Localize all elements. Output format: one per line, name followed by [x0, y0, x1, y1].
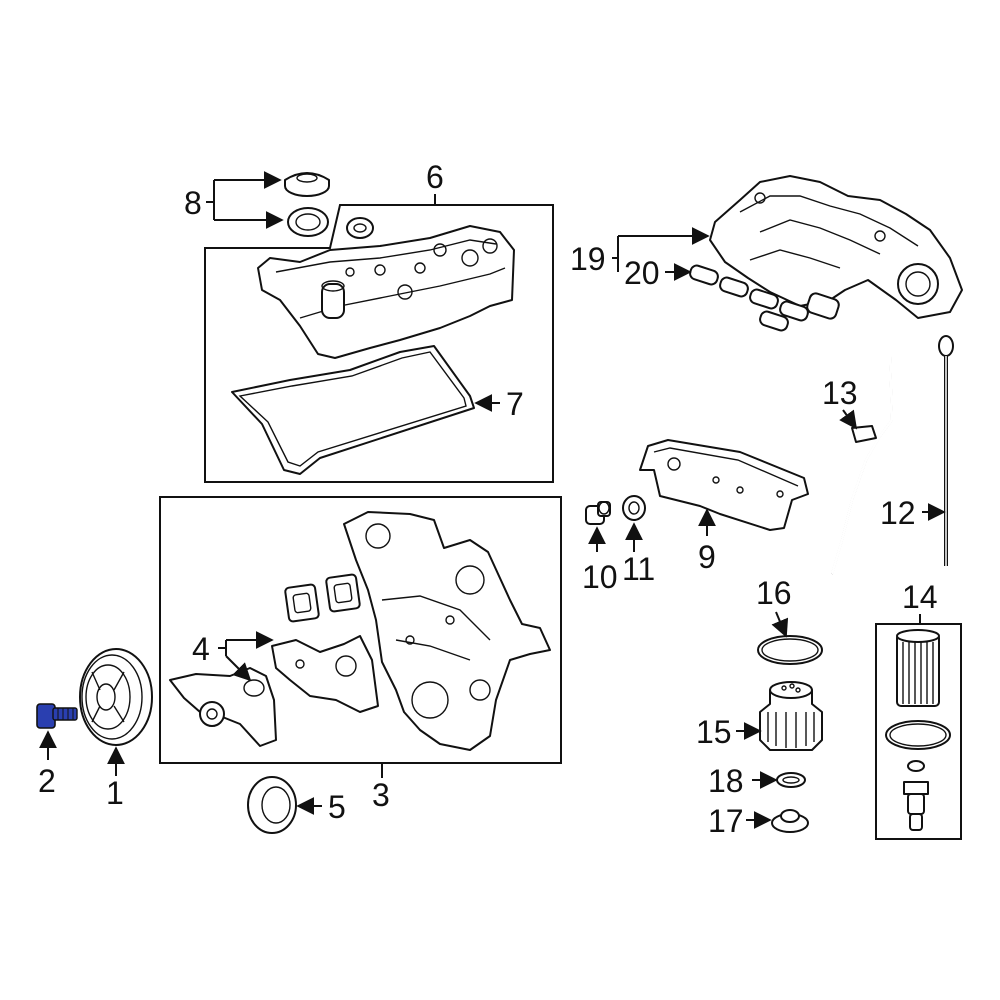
oil-filter-drain-plug[interactable]	[903, 760, 929, 831]
valve-cover[interactable]	[257, 225, 515, 359]
callout-17: 17	[708, 803, 744, 839]
callout-labels: 8 6 7 19 20 13 12 9 10 11 16 14 15 18 17…	[38, 159, 938, 839]
crankshaft-pulley[interactable]	[79, 648, 153, 746]
crankshaft-pulley-bolt[interactable]	[36, 703, 78, 729]
valve-cover-group-box	[204, 204, 554, 483]
callout-12: 12	[880, 495, 916, 531]
callout-6: 6	[426, 159, 444, 195]
callout-16: 16	[756, 575, 792, 611]
water-pump[interactable]	[169, 667, 277, 747]
dipstick-tube[interactable]	[830, 355, 894, 575]
callout-7: 7	[506, 386, 524, 422]
callout-1: 1	[106, 775, 124, 811]
callout-14: 14	[902, 579, 938, 615]
callout-20: 20	[624, 255, 660, 291]
oil-filter-drain-cap[interactable]	[771, 809, 809, 833]
timing-cover[interactable]	[343, 511, 551, 751]
callout-2: 2	[38, 763, 56, 799]
intake-manifold[interactable]	[709, 175, 963, 319]
dipstick[interactable]	[938, 335, 954, 566]
callout-4: 4	[192, 631, 210, 667]
callout-3: 3	[372, 777, 390, 813]
callout-8: 8	[184, 185, 202, 221]
callout-11: 11	[622, 551, 655, 587]
callout-19: 19	[570, 241, 606, 277]
intake-manifold-gaskets[interactable]	[689, 264, 841, 332]
crankshaft-seal[interactable]	[247, 776, 297, 834]
callout-9: 9	[698, 539, 716, 575]
oil-filter-element[interactable]	[896, 629, 940, 707]
oil-filler-seal[interactable]	[287, 207, 329, 237]
oil-filler-cap[interactable]	[284, 172, 330, 197]
timing-gasket-small-1[interactable]	[284, 583, 320, 623]
callout-10: 10	[582, 559, 618, 595]
oil-filter-o-ring[interactable]	[885, 720, 951, 750]
oil-pan[interactable]	[639, 439, 809, 531]
callout-13: 13	[822, 375, 858, 411]
seal-grommet[interactable]	[346, 217, 374, 239]
drain-plug-washer[interactable]	[622, 495, 646, 521]
leader-lines	[39, 171, 946, 829]
oil-filter-housing-cap[interactable]	[759, 681, 823, 751]
oil-filter-cap-o-ring[interactable]	[757, 635, 823, 665]
drain-o-ring[interactable]	[776, 772, 806, 788]
drain-plug[interactable]	[585, 501, 611, 525]
callout-5: 5	[328, 789, 346, 825]
timing-cover-group-box	[159, 496, 562, 764]
valve-cover-gasket[interactable]	[231, 345, 475, 475]
callout-18: 18	[708, 763, 744, 799]
water-pump-gasket[interactable]	[271, 635, 379, 713]
timing-gasket-small-2[interactable]	[325, 573, 361, 613]
callout-15: 15	[696, 714, 732, 750]
oil-filter-element-box	[875, 623, 962, 840]
